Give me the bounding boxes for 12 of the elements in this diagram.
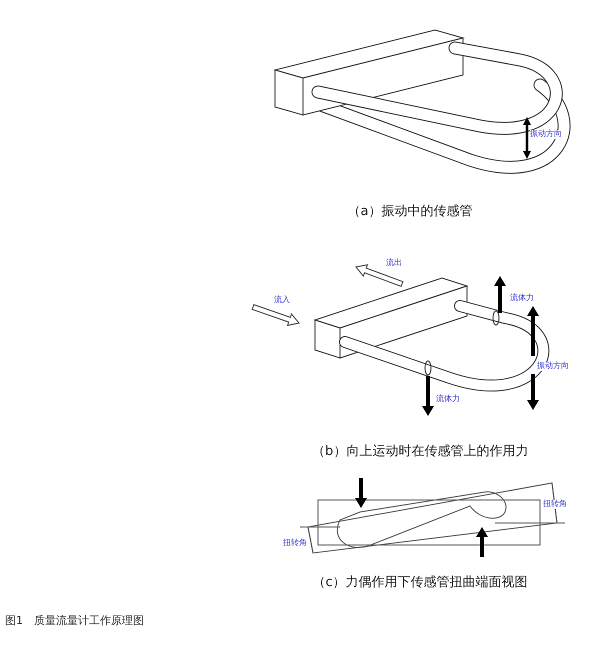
subcaption: （c）力偶作用下传感管扭曲端面视图 xyxy=(312,576,528,590)
annotation-label: 流体力 xyxy=(436,395,460,404)
annotation-label: 扭转角 xyxy=(543,500,567,509)
annotation-label: 流入 xyxy=(274,296,290,305)
annotation-label: 振动方向 xyxy=(537,362,569,371)
figure-caption: 图1 质量流量计工作原理图 xyxy=(5,615,144,628)
subcaption: （b）向上运动时在传感管上的作用力 xyxy=(312,445,528,460)
annotation-label: 流出 xyxy=(386,259,402,268)
annotation-label: 流体力 xyxy=(510,294,534,303)
subcaption: （a）振动中的传感管 xyxy=(348,205,472,220)
annotation-label: 振动方向 xyxy=(530,130,562,139)
annotation-label: 扭转角 xyxy=(283,539,307,548)
